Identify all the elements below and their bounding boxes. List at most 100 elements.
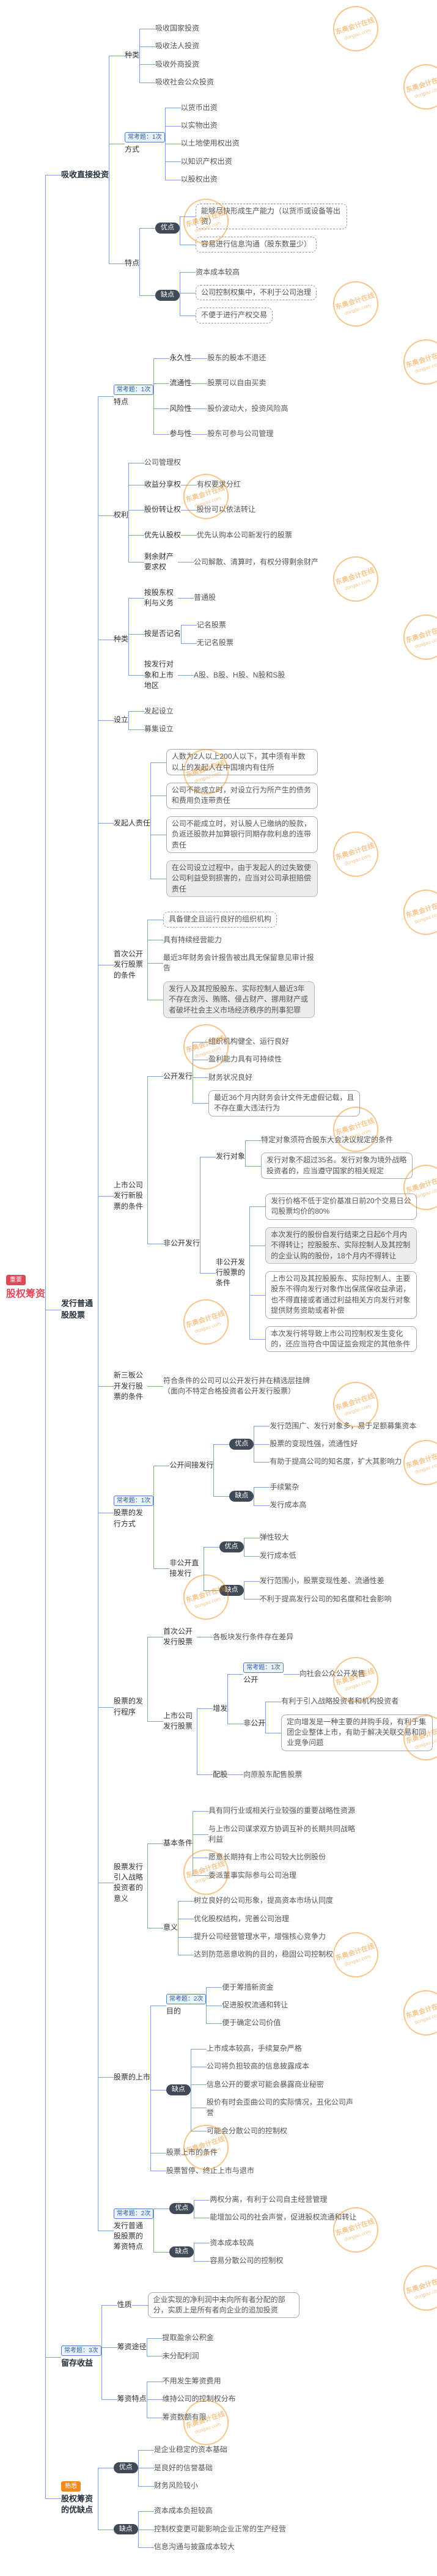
topic-label: 吸收国家投资 <box>155 24 200 32</box>
mindmap-node: 以土地使用权出资 <box>164 135 240 153</box>
children-group: 常考题：1次公开向社会公众公开发售非公开有利于引入战略投资者和机构投资者定向增发… <box>227 1659 433 1759</box>
mindmap-node: 促进股权流通和转让 <box>206 1996 288 2015</box>
mindmap-node: 达到防范恶意收购的目的，稳固公司控制权 <box>178 1946 333 1963</box>
mindmap-node: 发起人责任人数为2人以上200人以下，其中须有半数以上的发起人在中国境内有住所公… <box>97 742 433 905</box>
topic-label: 吸收社会公众投资 <box>155 78 215 87</box>
children-group: 永久性股东的股本不退还流通性股票可以自由买卖风险性股价波动大，投资风险高参与性股… <box>153 345 288 447</box>
topic-label: 筹资数额有限 <box>162 2412 207 2421</box>
topic-label: 公开间接发行 <box>169 1461 214 1470</box>
topic-label: 股票的变现性强，流通性好 <box>270 1439 358 1448</box>
topic-label: 有权要求分红 <box>196 479 241 489</box>
mindmap-node: 募集设立 <box>128 720 174 738</box>
mindmap-node: 便于筹措新资金 <box>206 1979 288 1997</box>
topic-label: 发行成本高 <box>270 1500 307 1510</box>
topic-label: 是良好的信誉基础 <box>153 2463 213 2472</box>
topic-label: 愿意长期持有上市公司较大比例股份 <box>208 1853 326 1862</box>
priority-tag: 熟悉 <box>61 2481 81 2492</box>
mindmap-node: 筹资途径 提取盈余公积金未分配利润 <box>101 2325 299 2369</box>
topic-label: 筹资途径 <box>117 2342 147 2351</box>
topic-label: 股票的发行方式 <box>113 1508 143 1528</box>
topic-cell: 基本条件 <box>163 1838 193 1848</box>
mindmap-node: 发行范围广、发行对象多，易于足额募集资本 <box>254 1417 417 1436</box>
mindmap-node: 不利于提高发行公司的知名度和社会影响 <box>243 1590 392 1608</box>
topic-label: 筹资特点 <box>117 2394 147 2404</box>
topic-cell: 便于筹措新资金 <box>222 1982 273 1993</box>
topic-cell: 权利 <box>114 510 128 520</box>
topic-label: 股票发行引入战略投资者的意义 <box>113 1862 143 1903</box>
topic-cell: 符合条件的公司可以公开发行并在精选层挂牌（面向不特定合格投资者公开发行股票） <box>163 1376 315 1397</box>
mindmap-node: 有权要求分红 <box>180 476 241 493</box>
topic-cell: 维持公司的控制权分布 <box>163 2394 236 2404</box>
topic-label: 具有同行业或相关行业较强的重要战略性资源 <box>208 1806 356 1815</box>
mindmap-node: 配股向原股东配售股票 <box>197 1762 433 1787</box>
topic-cell: 股东可参与公司管理 <box>207 429 273 439</box>
topic-cell: 各板块发行条件存在差异 <box>213 1632 293 1642</box>
topic-label: 风险性 <box>169 404 192 413</box>
topic-cell: 重要股权筹资 <box>6 1274 45 1301</box>
topic-label: 吸收法人投资 <box>155 42 200 51</box>
topic-cell: 弹性较大 <box>260 1532 289 1543</box>
children-group: 符合条件的公司可以公开发行并在精选层挂牌（面向不特定合格投资者公开发行股票） <box>147 1372 315 1401</box>
exam-frequency-badge: 常考题：3次 <box>61 2345 101 2356</box>
children-group: 特定对象须符合股东大会决议规定的条件发行对象不超过35名。发行对象为境外战略投资… <box>245 1131 413 1183</box>
topic-cell: A股、B股、H股、N股和S股 <box>194 670 285 681</box>
topic-cell: 能够尽快形成生产能力（以货币或设备等出资） <box>196 203 348 230</box>
topic-cell: 增发 <box>213 1703 227 1714</box>
children-group: 首次公开发行股票各板块发行条件存在差异上市公司发行股票增发常考题：1次公开向社会… <box>147 1623 433 1791</box>
children-group: 常考题：1次特点永久性股东的股本不退还流通性股票可以自由买卖风险性股价波动大，投… <box>97 342 433 2278</box>
children-group: 手续繁杂发行成本高 <box>254 1478 307 1515</box>
children-group: 常考题：2次目的便于筹措新资金促进股权流通和转让便于确定公司价值缺点上市成本较高… <box>150 1975 358 2180</box>
mindmap-node: A股、B股、H股、N股和S股 <box>177 666 285 684</box>
topic-label: 缺点 <box>219 1584 244 1596</box>
mindmap-node: 基本条件具有同行业或相关行业较强的重要战略性资源与上市公司谋求双方协调互补的长期… <box>147 1798 360 1889</box>
topic-cell: 最近36个月内财务会计文件无虚假记载，且不存在重大违法行为 <box>208 1090 361 1116</box>
topic-label: 发行范围广、发行对象多，易于足额募集资本 <box>270 1421 417 1430</box>
mindmap-node: 未分配利润 <box>146 2347 214 2365</box>
topic-label: 缺点 <box>155 289 180 301</box>
mindmap-node: 资本成本较高 <box>194 2234 283 2253</box>
topic-cell: 公开间接发行 <box>169 1460 213 1471</box>
topic-cell: 在公司设立过程中，由于发起人的过失致使公司利益受到损害的，应当对公司承担赔偿责任 <box>166 860 318 898</box>
topic-cell: 手续繁杂 <box>270 1482 299 1493</box>
mindmap-node: 愿意长期持有上市公司较大比例股份 <box>193 1848 360 1867</box>
mindmap-node: 上市公司及其控股股东、实际控制人、主要股东不得向发行对象作出保底保收益承诺，也不… <box>249 1268 417 1323</box>
exam-frequency-badge: 常考题：1次 <box>243 1662 284 1673</box>
topic-cell: 向社会公众公开发售 <box>299 1669 365 1679</box>
mindmap-node: 缺点资本成本较高容易分散公司的控制权 <box>153 2230 356 2274</box>
topic-cell: 公司控制权集中，不利于公司治理 <box>196 285 317 301</box>
topic-cell: 公开发行 <box>163 1071 193 1082</box>
mindmap-node: 优点弹性较大发行成本低 <box>203 1525 392 1569</box>
mindmap-node: 公司控制权集中，不利于公司治理 <box>180 281 317 304</box>
mindmap-node: 优点两权分离，有利于公司自主经营管理能增加公司的社会声誉，促进股权流通和转让 <box>153 2187 356 2231</box>
topic-cell: 上市公司发行新股票的条件 <box>114 1180 147 1212</box>
mindmap-node: 盈利能力具有可持续性 <box>193 1050 360 1069</box>
mindmap-node: 增发常考题：1次公开向社会公众公开发售非公开有利于引入战略投资者和机构投资者定向… <box>197 1655 433 1762</box>
topic-cell: 风险性 <box>169 404 191 414</box>
mindmap-node: 信息公开的要求可能会暴露商业秘密 <box>190 2075 358 2094</box>
mindmap-node: 非公开发行发行对象特定对象须符合股东大会决议规定的条件发行对象不超过35名。发行… <box>147 1123 417 1363</box>
mindmap-node: 缺点资本成本较高公司控制权集中，不利于公司治理不便于进行产权交易 <box>139 259 347 331</box>
topic-cell: 股份可以依法转让 <box>197 504 255 515</box>
mindmap-node: 常考题：1次特点永久性股东的股本不退还流通性股票可以自由买卖风险性股价波动大，投… <box>97 342 433 451</box>
topic-cell: 意义 <box>163 1922 178 1933</box>
children-group: 优点能够尽快形成生产能力（以货币或设备等出资）容易进行信息沟通（股东数量少）缺点… <box>139 196 348 331</box>
mindmap-node: 收益分享权有权要求分红 <box>128 471 318 498</box>
mindmap-node: 吸收直接投资种类吸收国家投资吸收法人投资吸收外商投资吸收社会公众投资常考题：1次… <box>45 12 433 338</box>
topic-label: 提取盈余公积金 <box>162 2333 214 2342</box>
topic-label: 性质 <box>117 2300 132 2309</box>
mindmap-node: 筹资数额有限 <box>146 2408 236 2426</box>
topic-cell: 股票可以自由买卖 <box>207 378 266 388</box>
topic-cell: 以实物出资 <box>181 120 218 131</box>
topic-cell: 具有持续经营能力 <box>163 935 222 945</box>
topic-cell: 新三板公开发行股票的条件 <box>114 1370 147 1402</box>
children-group: 优点弹性较大发行成本低缺点发行范围小，股票变现性差、流通性差不利于提高发行公司的… <box>203 1525 392 1612</box>
topic-cell: 股份转让权 <box>144 504 181 515</box>
mindmap-node: 具有同行业或相关行业较强的重要战略性资源 <box>193 1802 360 1820</box>
topic-cell: 有利于引入战略投资者和机构投资者 <box>281 1696 398 1707</box>
mindmap-node: 发行对象不超过35名。发行对象为境外战略投资者的，应当遵守国家的相关规定 <box>245 1149 413 1183</box>
topic-cell: 常考题：1次股票的发行方式 <box>113 1496 154 1529</box>
children-group: 发行对象特定对象须符合股东大会决议规定的条件发行对象不超过35名。发行对象为境外… <box>200 1127 417 1359</box>
topic-cell: 配股 <box>213 1770 227 1780</box>
children-group: 公开间接发行优点发行范围广、发行对象多，易于足额募集资本股票的变现性强，流通性好… <box>153 1410 417 1616</box>
